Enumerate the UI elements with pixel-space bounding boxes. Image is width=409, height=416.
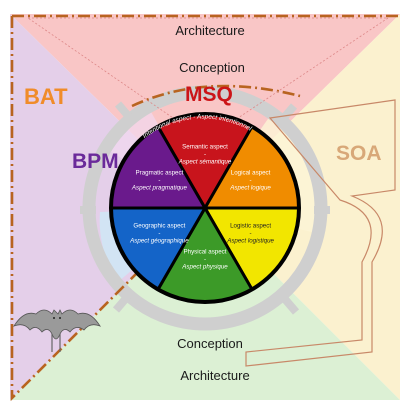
sector-labels: Semantic aspect-Aspect sémantiqueLogical… (129, 143, 274, 270)
sector-label-logistic: Logistic aspect-Aspect logistique (226, 222, 274, 244)
sector-label-geographic: Geographic aspect-Aspect géographique (129, 222, 189, 244)
msq-label: MSQ (185, 83, 233, 106)
wheel-border (109, 112, 301, 304)
architecture-top-outline (26, 17, 390, 141)
ring-divider (280, 295, 300, 315)
sector-label-physical: Physical aspect-Aspect physique (181, 249, 228, 271)
architecture-top-label: Architecture (175, 23, 244, 38)
sector-label-logical: Logical aspect-Aspect logique (229, 170, 271, 192)
conception-top-label: Conception (179, 60, 245, 75)
soa-label: SOA (336, 142, 382, 165)
bat-label: BAT (24, 84, 68, 109)
bat-icon (13, 309, 101, 352)
ring-divider (278, 103, 298, 123)
architecture-bottom-label: Architecture (180, 368, 249, 383)
conception-bottom-label: Conception (177, 336, 243, 351)
sector-label-semantic: Semantic aspect-Aspect sémantique (178, 143, 232, 165)
bat-dashed-outline (10, 14, 398, 402)
ring-divider (114, 101, 134, 121)
ring-divider (112, 293, 132, 313)
region-left-bat (10, 14, 205, 400)
aspect-wheel (109, 112, 301, 304)
region-top-architecture (10, 14, 400, 205)
sector-label-pragmatic: Pragmatic aspect-Aspect pragmatique (131, 170, 188, 192)
soa-outline (245, 99, 396, 367)
bpm-label: BPM (72, 150, 119, 173)
